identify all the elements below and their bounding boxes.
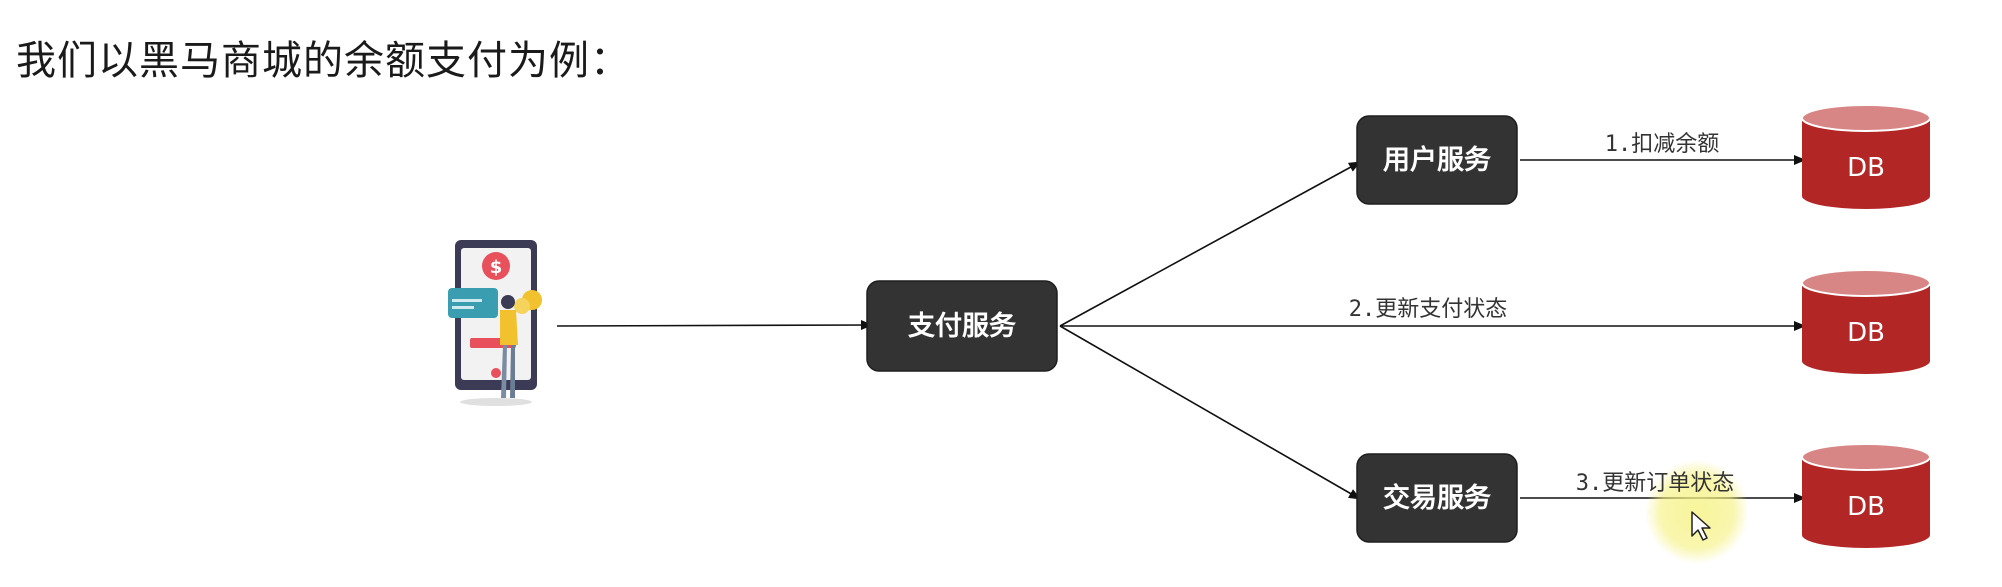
database-2-label: DB xyxy=(1847,318,1885,348)
database-1: DB xyxy=(1801,104,1931,209)
payment-service-label: 支付服务 xyxy=(908,311,1016,342)
edge-payment-to-user xyxy=(1059,161,1361,327)
svg-text:$: $ xyxy=(490,257,503,278)
edge-client-to-payment xyxy=(556,320,873,331)
database-3-label: DB xyxy=(1847,492,1885,522)
database-1-label: DB xyxy=(1847,153,1885,183)
mouse-pointer-icon xyxy=(1691,511,1711,541)
mobile-payment-user-icon: $ xyxy=(448,240,542,406)
cursor-highlight xyxy=(1645,460,1749,564)
trade-service-label: 交易服务 xyxy=(1383,482,1491,514)
database-2: DB xyxy=(1801,269,1931,374)
database-3: DB xyxy=(1801,443,1931,548)
payment-service-box: 支付服务 xyxy=(866,280,1058,372)
edge-label-update-pay-status: 2.更新支付状态 xyxy=(1349,297,1508,322)
user-service-box: 用户服务 xyxy=(1356,115,1518,205)
edge-payment-to-trade xyxy=(1059,325,1361,500)
edge-label-update-order-status: 3.更新订单状态 xyxy=(1576,471,1735,496)
page-heading: 我们以黑马商城的余额支付为例： xyxy=(16,38,631,84)
trade-service-box: 交易服务 xyxy=(1356,453,1518,543)
user-service-label: 用户服务 xyxy=(1383,144,1491,176)
edge-label-deduct-balance: 1.扣减余额 xyxy=(1605,132,1720,157)
